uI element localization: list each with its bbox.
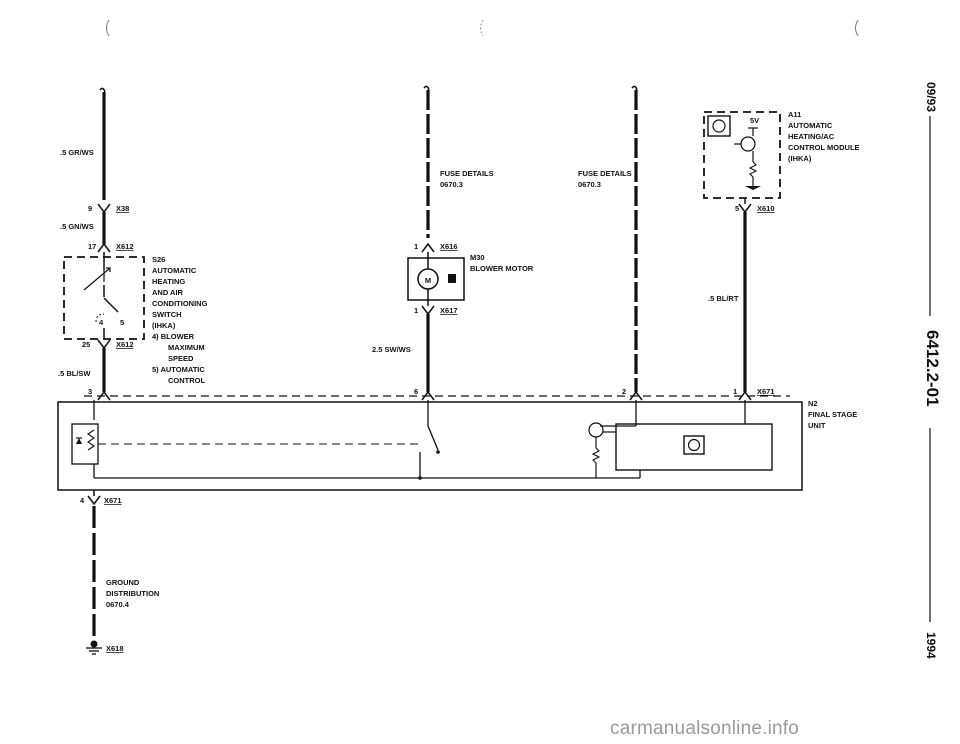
wire-label-gr-ws: .5 GR/WS [60,148,94,157]
fuse-details-1-ref: 0670.3 [440,180,463,189]
m30-id: M30 [470,253,485,262]
x671-bot-label: X671 [104,496,122,505]
x618-label: X618 [106,644,124,653]
n2-line-2: UNIT [808,421,826,430]
watermark-text: carmanualsonline.info [610,718,800,739]
left-circuit: .5 GR/WS 9 X38 .5 GN/WS 17 X612 4 5 S26 … [58,87,208,401]
scan-mark [855,19,859,37]
s26-note4b: MAXIMUM [168,343,205,352]
motor-symbol: M [425,276,431,285]
n2-chip-icon [683,435,705,455]
wire-label-gn-ws: .5 GN/WS [60,222,94,231]
s26-note4c: SPEED [168,354,194,363]
ground-icon [90,640,98,648]
s26-id: S26 [152,255,165,264]
x612-top-pin: 17 [88,242,96,251]
x612-bot-pin: 25 [82,340,90,349]
a11-voltage: 5V [750,116,759,125]
wire-label-sw-ws: 2.5 SW/WS [372,345,411,354]
s26-line-4: CONDITIONING [152,299,208,308]
margin-page-code: 6412.2-01 [923,330,942,407]
x610-label: X610 [757,204,775,213]
x671-top-label: X671 [757,387,775,396]
s26-note5: 5) AUTOMATIC [152,365,205,374]
s26-line-6: (IHKA) [152,321,176,330]
a11-id: A11 [788,110,801,119]
n2-pin6: 6 [414,387,418,396]
x38-label: X38 [116,204,129,213]
x610-pin: 5 [735,204,739,213]
ground-circuit: 4 X671 GROUND DISTRIBUTION 0670.4 X618 [80,490,159,655]
middle-circuit: FUSE DETAILS 0670.3 1 X616 M M30 BLOWER … [372,85,534,401]
power-transistor-icon [588,422,604,438]
x38-pin: 9 [88,204,92,213]
x616-pin: 1 [414,242,418,251]
x616-label: X616 [440,242,458,251]
a11-box [703,111,781,199]
s26-line-2: HEATING [152,277,185,286]
n2-box [57,401,803,491]
wire-label-bl-sw: .5 BL/SW [58,369,91,378]
fuse-details-2-title: FUSE DETAILS [578,169,632,178]
margin-date: 09/93 [924,82,938,113]
scan-mark [480,19,484,37]
s26-pin4: 4 [99,318,104,327]
ground-line-2: DISTRIBUTION [106,589,159,598]
margin-year: 1994 [924,632,938,659]
s26-note5b: CONTROL [168,376,205,385]
n2-control-block [615,423,773,471]
a11-line-1: AUTOMATIC [788,121,833,130]
x617-pin: 1 [414,306,418,315]
a11-module: 5V A11 AUTOMATIC HEATING/AC CONTROL MODU… [703,110,860,401]
x671-bot-pin: 4 [80,496,85,505]
s26-note4: 4) BLOWER [152,332,195,341]
m30-name: BLOWER MOTOR [470,264,534,273]
a11-line-2: HEATING/AC [788,132,835,141]
n2-final-stage: N2 FINAL STAGE UNIT [57,395,857,491]
x612-bot-label: X612 [116,340,134,349]
resistor-icon [748,161,758,178]
module-chip-icon [707,115,731,137]
a11-line-4: (IHKA) [788,154,812,163]
fuse-details-2-ref: 0670.3 [578,180,601,189]
s26-line-5: SWITCH [152,310,182,319]
wire-label-bl-rt: .5 BL/RT [708,294,739,303]
s26-line-3: AND AIR [152,288,184,297]
a11-line-3: CONTROL MODULE [788,143,860,152]
s26-line-1: AUTOMATIC [152,266,197,275]
n2-pin2: 2 [622,387,626,396]
x612-top-label: X612 [116,242,134,251]
m30-box [407,257,465,301]
ground-line-3: 0670.4 [106,600,130,609]
motor-capacitor-icon [448,274,456,283]
ground-line-1: GROUND [106,578,140,587]
x617-label: X617 [440,306,458,315]
relay-coil-icon [71,423,99,465]
scan-mark [106,19,110,37]
x671-top-pin: 1 [733,387,737,396]
right-feed: FUSE DETAILS 0670.3 2 [578,85,643,401]
fuse-details-1-title: FUSE DETAILS [440,169,494,178]
n2-id: N2 [808,399,818,408]
n2-pin3: 3 [88,387,92,396]
s26-pin5: 5 [120,318,124,327]
n2-line-1: FINAL STAGE [808,410,857,419]
transistor-icon [740,136,756,152]
